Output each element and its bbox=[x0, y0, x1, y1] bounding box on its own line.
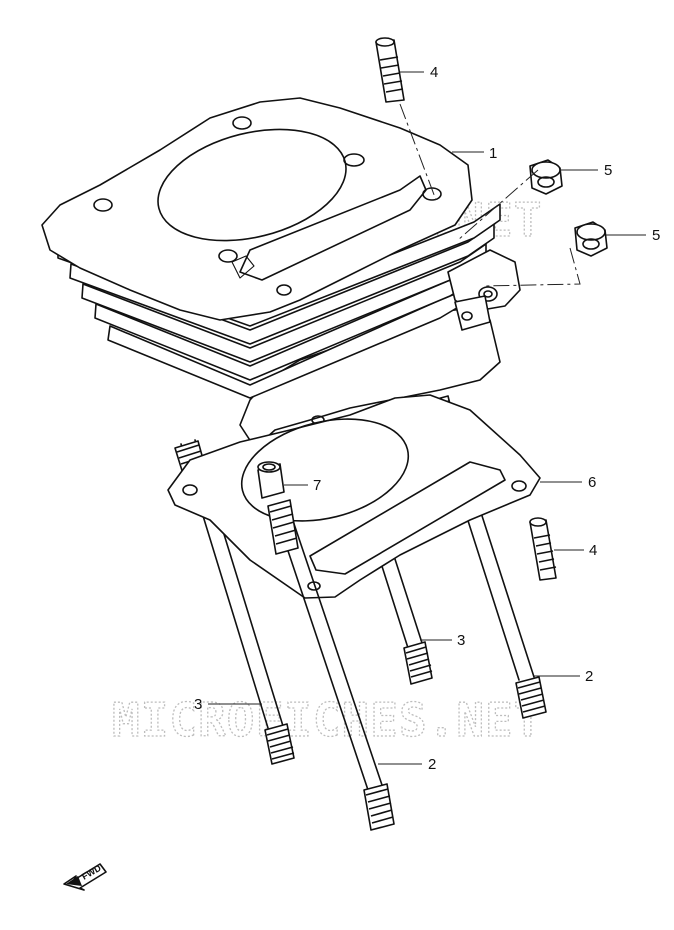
stud-bolt-short-top bbox=[375, 37, 437, 201]
callout-5-upper: 5 bbox=[604, 162, 612, 179]
callout-6: 6 bbox=[588, 474, 596, 491]
dowel-pin bbox=[257, 461, 285, 499]
stud-bolt-short-right bbox=[529, 517, 557, 581]
stud-bolt-long-front bbox=[267, 499, 395, 831]
fwd-arrow-icon: FWD bbox=[63, 863, 107, 891]
callout-7: 7 bbox=[313, 477, 321, 494]
stud-bolt-front-right bbox=[379, 555, 433, 685]
cylinder-base-gasket bbox=[167, 394, 541, 599]
callout-1: 1 bbox=[489, 145, 497, 162]
cylinder-block bbox=[41, 97, 521, 449]
callout-2-bottom: 2 bbox=[428, 756, 436, 773]
callout-2-right: 2 bbox=[585, 668, 593, 685]
callout-4-top: 4 bbox=[430, 64, 438, 81]
callout-5-lower: 5 bbox=[652, 227, 660, 244]
callout-4-right: 4 bbox=[589, 542, 597, 559]
watermark-bottom: MICROFICHES.NET bbox=[112, 693, 542, 747]
flange-nut-upper bbox=[529, 159, 563, 195]
callout-3-right: 3 bbox=[457, 632, 465, 649]
flange-nut-lower bbox=[574, 221, 608, 257]
callout-3-left: 3 bbox=[194, 696, 202, 713]
